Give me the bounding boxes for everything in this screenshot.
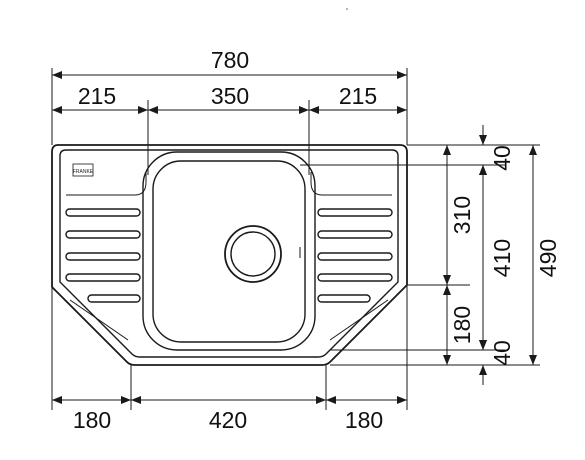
bowl-inner (152, 160, 306, 343)
right-groove-2 (317, 230, 393, 239)
dim-label-215-left: 215 (78, 83, 116, 109)
dim-label-215-right: 215 (339, 83, 377, 109)
left-groove-1 (65, 208, 141, 217)
right-drainer-edge (310, 172, 392, 196)
dim-label-410: 410 (489, 239, 515, 277)
right-groove-4 (317, 273, 393, 282)
dim-label-40-bottom: 40 (489, 340, 515, 366)
drain-outer-ring (224, 225, 282, 283)
brand-logo: FRANKE (72, 163, 94, 177)
left-groove-4 (65, 273, 141, 282)
left-groove-3 (65, 252, 141, 261)
dim-label-180-vertical: 180 (449, 306, 475, 344)
right-groove-5 (317, 294, 371, 303)
brand-logo-text: FRANKE (73, 169, 94, 175)
dim-label-40-top: 40 (489, 145, 515, 171)
speck-mark (346, 8, 348, 10)
right-lower-bevel (329, 299, 389, 341)
top-dimensions: 780 215 350 215 (52, 47, 407, 114)
sink-outer-contour (51, 144, 408, 366)
dim-label-490: 490 (535, 239, 561, 277)
right-drainer-grooves (317, 208, 393, 303)
dim-label-310: 310 (449, 196, 475, 234)
left-groove-5 (87, 294, 141, 303)
sink-bowl (142, 151, 316, 351)
left-lower-bevel (69, 299, 129, 341)
sink-body (51, 144, 408, 366)
right-dimensions: 310 180 40 410 40 490 (443, 125, 561, 385)
bottom-dimensions: 180 420 180 (52, 396, 407, 433)
sink-inner-contour (59, 149, 399, 358)
dim-label-180-left: 180 (73, 407, 111, 433)
dim-label-350: 350 (211, 83, 249, 109)
dim-label-780: 780 (211, 47, 249, 73)
dim-label-180-right: 180 (345, 407, 383, 433)
extension-lines (51, 68, 540, 410)
dim-label-420: 420 (209, 407, 247, 433)
right-groove-3 (317, 252, 393, 261)
bowl-outer-rim (142, 151, 316, 351)
right-groove-1 (317, 208, 393, 217)
left-drainer-grooves (65, 208, 141, 303)
left-groove-2 (65, 230, 141, 239)
drain-inner-ring (230, 231, 276, 277)
